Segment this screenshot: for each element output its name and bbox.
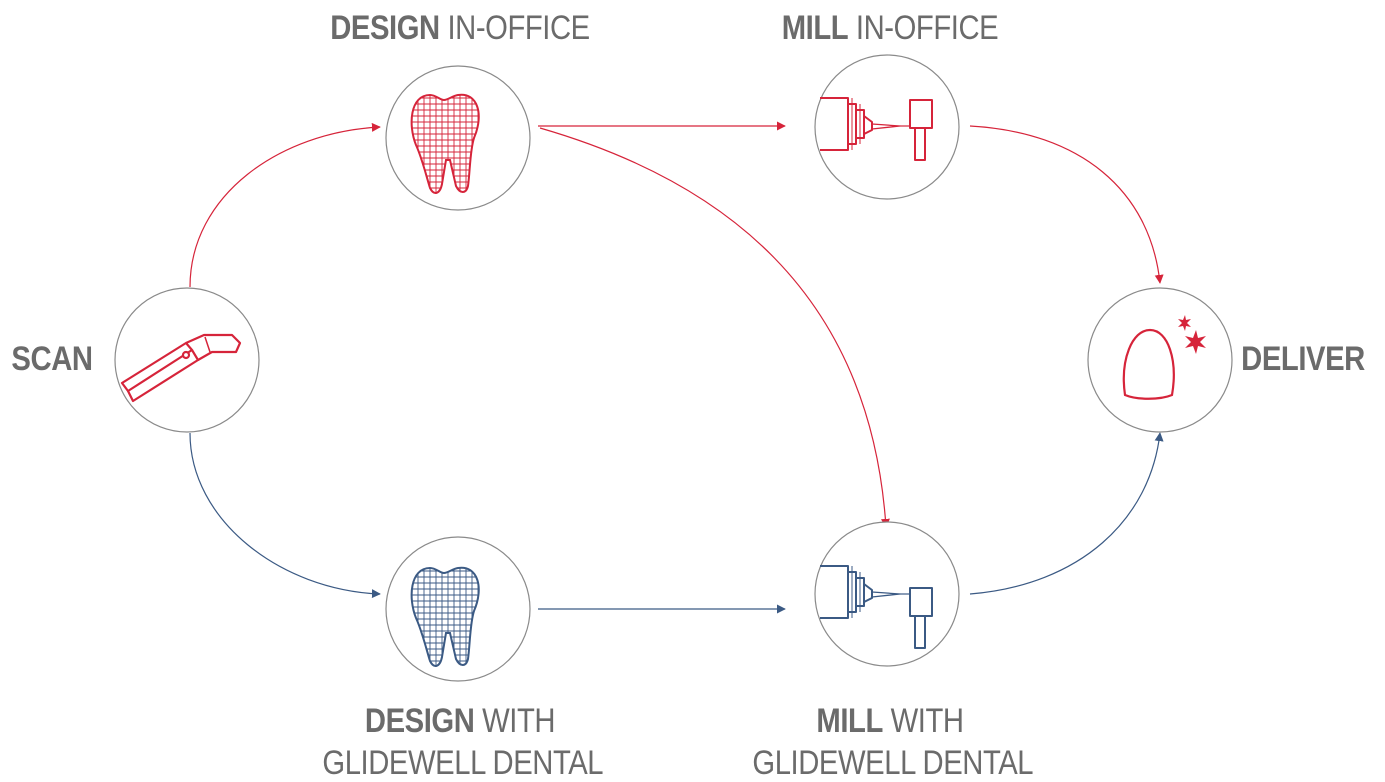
edge-mill-in-office-to-deliver [969, 125, 1164, 284]
label-rest: WITH [474, 702, 556, 740]
label-bold: DELIVER [1241, 340, 1365, 378]
label-rest: IN-OFFICE [439, 9, 590, 47]
label-design-with-glidewell: DESIGN WITH GLIDEWELL DENTAL [322, 702, 604, 782]
intraoral-scanner-icon [120, 333, 242, 403]
label-mill-in-office: MILL IN-OFFICE [752, 11, 1027, 45]
label-line2: GLIDEWELL DENTAL [322, 744, 604, 782]
node-design-glidewell [385, 536, 531, 682]
label-bold: MILL [816, 702, 883, 740]
label-line2: GLIDEWELL DENTAL [752, 744, 1034, 782]
milling-machine-icon [820, 565, 933, 649]
label-rest: WITH [882, 702, 964, 740]
label-deliver: DELIVER [1239, 342, 1368, 376]
edge-scan-to-design-glidewell [189, 432, 381, 599]
edge-mill-glidewell-to-deliver [969, 432, 1164, 595]
label-scan: SCAN [7, 342, 96, 376]
label-bold: DESIGN [330, 9, 440, 47]
label-design-in-office: DESIGN IN-OFFICE [322, 11, 597, 45]
node-mill-glidewell [814, 521, 960, 667]
node-design-in-office [385, 65, 531, 211]
label-bold: DESIGN [364, 702, 475, 740]
crown-sparkle-icon [1122, 315, 1206, 400]
edge-scan-to-design-in-office [189, 122, 381, 288]
label-rest: IN-OFFICE [848, 9, 999, 47]
node-scan [114, 287, 260, 433]
label-bold: MILL [781, 9, 849, 47]
label-mill-with-glidewell: MILL WITH GLIDEWELL DENTAL [752, 702, 1034, 782]
milling-machine-icon [820, 97, 933, 161]
node-deliver [1087, 287, 1233, 433]
label-bold: SCAN [11, 340, 93, 378]
edge-design-in-office-to-mill-glidewell [539, 127, 890, 528]
